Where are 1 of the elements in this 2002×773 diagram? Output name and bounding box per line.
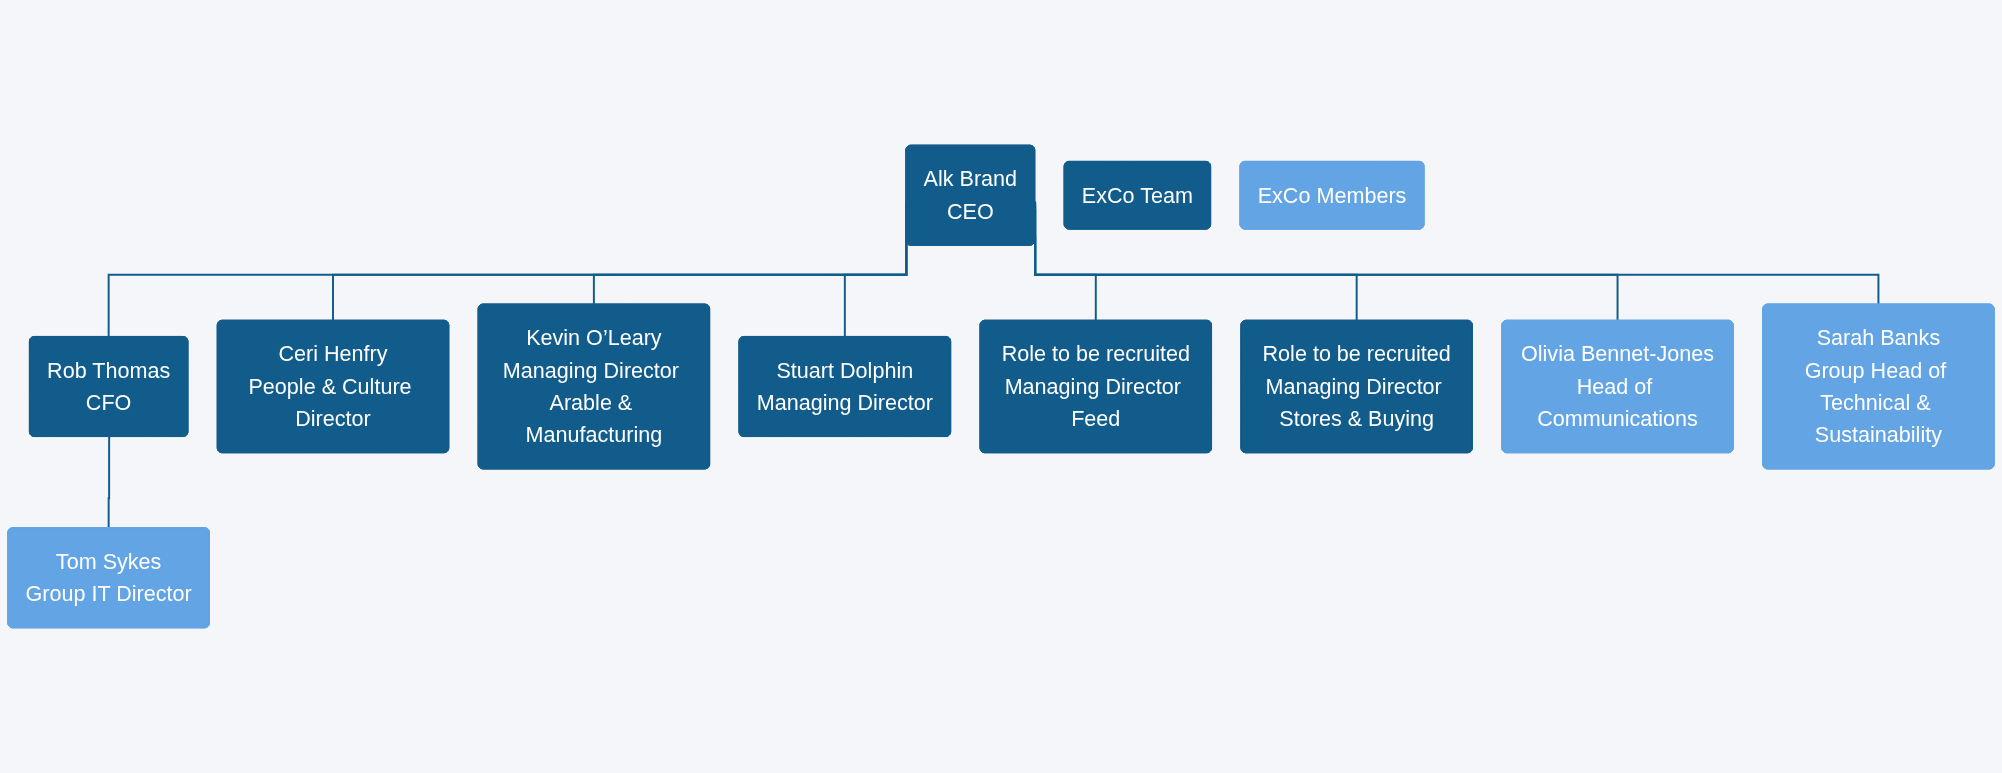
connector [1034, 200, 1880, 306]
